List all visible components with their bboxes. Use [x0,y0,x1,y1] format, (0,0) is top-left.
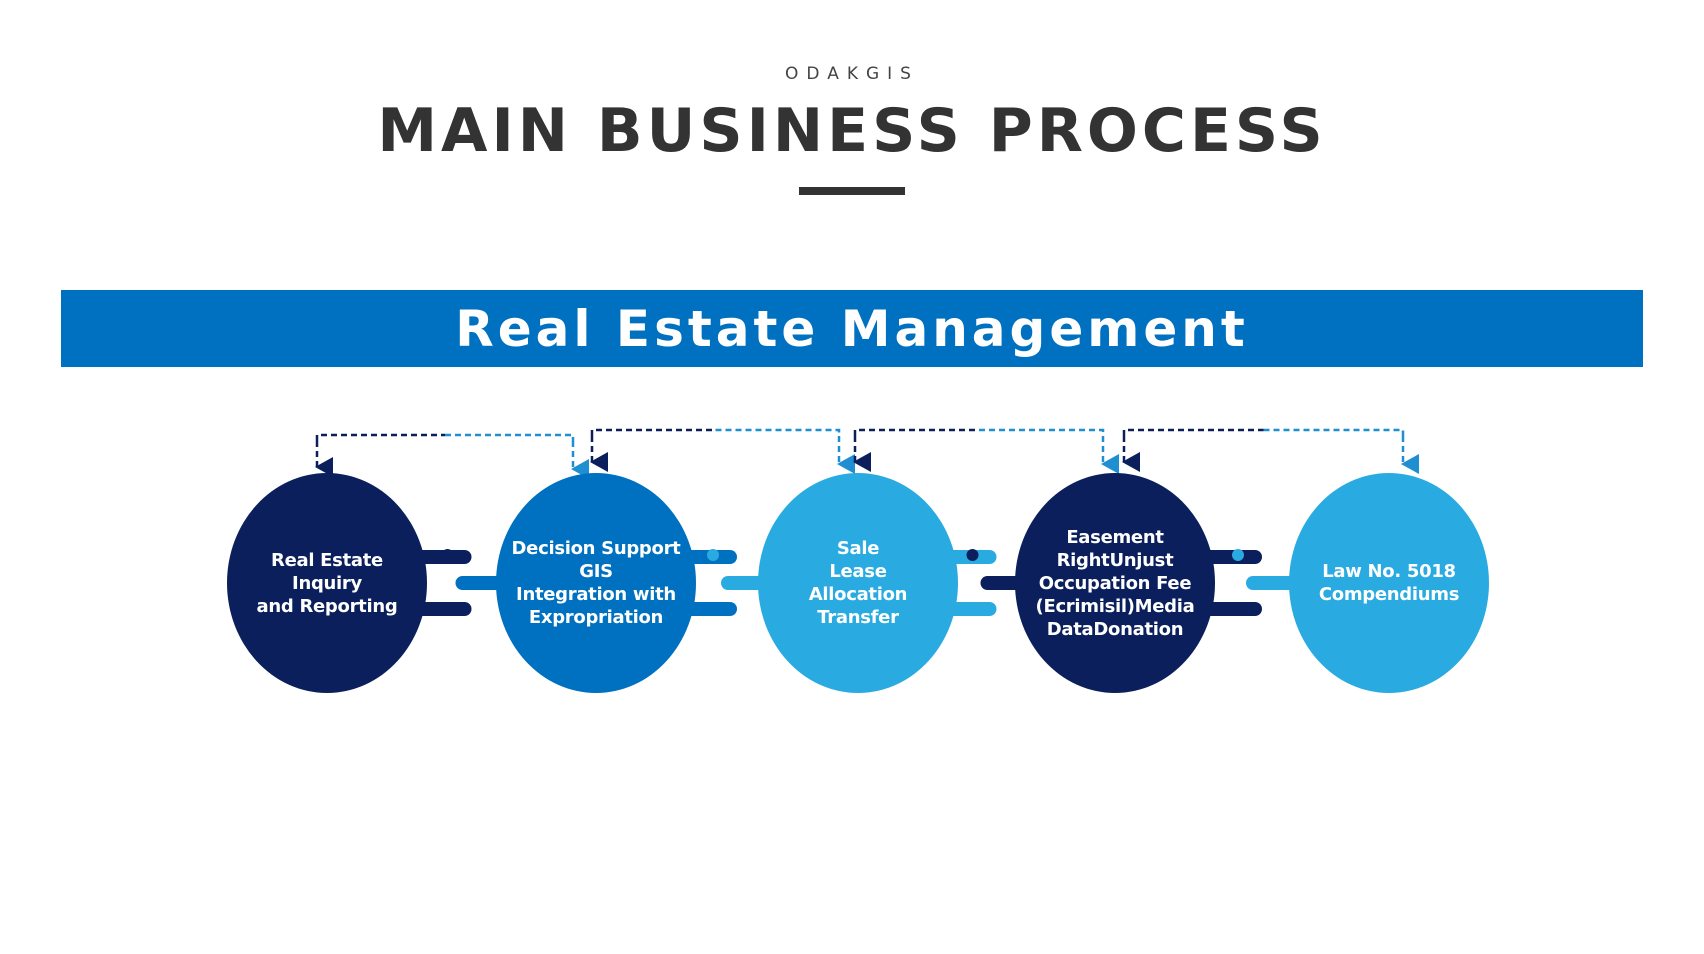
process-node-5 [1289,473,1489,693]
page-title: MAIN BUSINESS PROCESS [377,96,1327,166]
feedback-arrow-4 [1122,428,1419,474]
process-node-2 [496,473,696,693]
process-node-label-1: Real Estate Inquiry and Reporting [256,549,398,617]
process-node-label-3: Sale Lease Allocation Transfer [808,538,908,628]
feedback-arrow-3 [853,428,1119,474]
feedback-arrows [315,428,1419,479]
section-banner: Real Estate Management [61,290,1643,367]
process-node-label-5: Law No. 5018 Compendiums [1318,561,1460,605]
brand-eyebrow: ODAKGIS [785,64,919,84]
nodes [227,473,1489,693]
banner-title: Real Estate Management [455,299,1249,358]
feedback-arrow-1 [315,433,589,479]
process-node-4 [1015,473,1215,693]
process-node-label-4: Easement RightUnjust Occupation Fee (Ecr… [1035,526,1195,640]
process-node-label-2: Decision Support GIS Integration with Ex… [511,538,681,628]
process-node-3 [758,473,958,693]
feedback-arrow-2 [590,428,855,474]
title-underline [799,187,905,195]
process-node-1 [227,473,427,693]
